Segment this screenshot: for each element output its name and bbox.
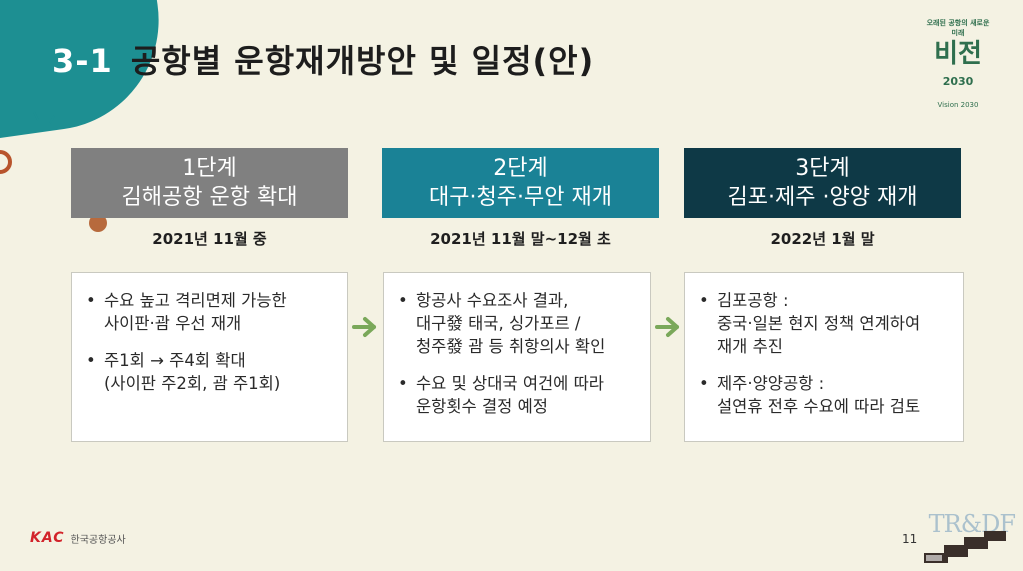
stage-1-header: 1단계 김해공항 운항 확대 — [71, 148, 348, 218]
logo-main: 비전 2030 — [923, 40, 993, 101]
page-number: 11 — [902, 532, 918, 546]
section-number: 3-1 — [52, 42, 113, 80]
logo-main-text: 비전 — [934, 39, 982, 69]
title-text: 공항별 운항재개방안 및 일정(안) — [130, 42, 595, 80]
list-item: • 수요 높고 격리면제 가능한 사이판·괌 우선 재개 — [86, 289, 333, 335]
stage-1-card: • 수요 높고 격리면제 가능한 사이판·괌 우선 재개 • 주1회 → 주4회 확… — [71, 272, 348, 442]
stage-2-name: 대구·청주·무안 재개 — [429, 185, 612, 210]
stage-3-label: 3단계 — [795, 156, 850, 181]
stage-1-date: 2021년 11월 중 — [152, 230, 267, 248]
logo-tagline: 오래된 공항의 새로운 미래 — [926, 19, 990, 37]
kac-logo-icon: KAC 한국공항공사 — [30, 530, 126, 546]
logo-year: 2030 — [942, 75, 974, 88]
stage-3-card: • 김포공항 : 중국·일본 현지 정책 연계하여 재개 추진 • 제주·양양공항 … — [684, 272, 964, 442]
chevron-right-arrow-icon — [352, 317, 376, 337]
bullet-text: 수요 및 상대국 여건에 따라 운항횟수 결정 예정 — [416, 374, 604, 416]
stage-1-name: 김해공항 운항 확대 — [121, 185, 298, 210]
page-title: 3-1 공항별 운항재개방안 및 일정(안) — [52, 36, 594, 82]
bullet-symbol: • — [398, 374, 408, 393]
stage-1-label: 1단계 — [182, 156, 237, 181]
stage-3-date: 2022년 1월 말 — [770, 230, 875, 248]
decorative-rays-icon — [33, 111, 55, 124]
chevron-right-arrow-icon — [655, 317, 679, 337]
stage-3-name: 김포·제주 ·양양 재개 — [727, 185, 918, 210]
list-item: • 김포공항 : 중국·일본 현지 정책 연계하여 재개 추진 — [699, 289, 949, 358]
bullet-text: 제주·양양공항 : 설연휴 전후 수요에 따라 검토 — [717, 374, 921, 416]
bullet-text: 주1회 → 주4회 확대 (사이판 주2회, 괌 주1회) — [104, 351, 281, 393]
bullet-symbol: • — [699, 291, 709, 310]
list-item: • 수요 및 상대국 여건에 따라 운항횟수 결정 예정 — [398, 372, 636, 418]
bullet-text: 수요 높고 격리면제 가능한 사이판·괌 우선 재개 — [104, 291, 287, 333]
bullet-symbol: • — [86, 291, 96, 310]
org-name: 한국공항공사 — [70, 534, 126, 546]
kac-mark: KAC — [30, 530, 65, 546]
list-item: • 항공사 수요조사 결과, 대구發 태국, 싱가포르 / 청주發 괌 등 취항의… — [398, 289, 636, 358]
bullet-text: 김포공항 : 중국·일본 현지 정책 연계하여 재개 추진 — [717, 291, 921, 356]
stairs-icon — [924, 531, 1006, 563]
stage-2-card: • 항공사 수요조사 결과, 대구發 태국, 싱가포르 / 청주發 괌 등 취항의… — [383, 272, 651, 442]
logo-sub: Vision 2030 — [937, 100, 979, 109]
list-item: • 제주·양양공항 : 설연휴 전후 수요에 따라 검토 — [699, 372, 949, 418]
vision-2030-logo-icon: 오래된 공항의 새로운 미래 비전 2030 Vision 2030 — [923, 18, 993, 109]
decorative-ring — [0, 150, 12, 174]
stage-2-date: 2021년 11월 말~12월 초 — [430, 230, 611, 248]
stage-3-header: 3단계 김포·제주 ·양양 재개 — [684, 148, 961, 218]
bullet-text: 항공사 수요조사 결과, 대구發 태국, 싱가포르 / 청주發 괌 등 취항의사… — [416, 291, 606, 356]
bullet-symbol: • — [86, 351, 96, 370]
stage-2-header: 2단계 대구·청주·무안 재개 — [382, 148, 659, 218]
bullet-symbol: • — [398, 291, 408, 310]
decorative-dot — [89, 214, 107, 232]
list-item: • 주1회 → 주4회 확대 (사이판 주2회, 괌 주1회) — [86, 349, 333, 395]
bullet-symbol: • — [699, 374, 709, 393]
stage-2-label: 2단계 — [493, 156, 548, 181]
